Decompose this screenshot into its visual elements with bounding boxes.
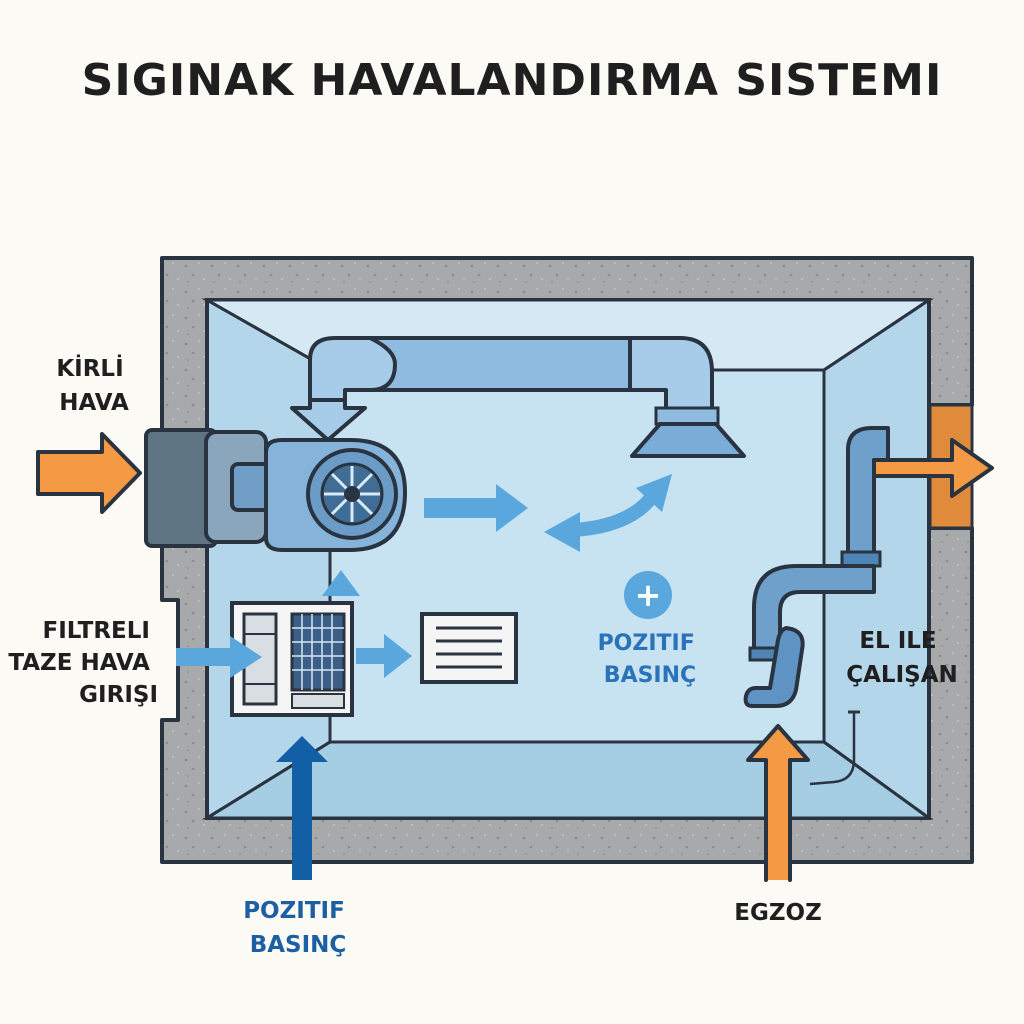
plus-circle-icon: + bbox=[624, 571, 672, 619]
air-diffuser-icon bbox=[630, 422, 746, 458]
filtered-air-label: FILTRELI TAZE HAVA GIRIŞI bbox=[8, 618, 158, 708]
hand-pump-lever-icon bbox=[743, 626, 805, 708]
filtered-air-line-3: GIRIŞI bbox=[79, 682, 158, 708]
filtered-air-line-1: FILTRELI bbox=[43, 618, 150, 644]
filtered-air-arrow bbox=[176, 636, 262, 678]
positive-pressure-outside-label: POZITIF BASINÇ bbox=[243, 898, 353, 958]
blower-fan-icon bbox=[144, 428, 407, 552]
room-interior bbox=[201, 298, 934, 820]
plus-symbol: + bbox=[635, 576, 662, 614]
manual-label: EL ILE ÇALIŞAN bbox=[846, 628, 958, 688]
dirty-air-line-2: HAVA bbox=[59, 390, 129, 416]
exhaust-outlet-arrow bbox=[872, 438, 994, 498]
positive-pressure-inside-line-2: BASINÇ bbox=[604, 663, 696, 688]
positive-pressure-inside-line-1: POZITIF bbox=[598, 631, 695, 656]
manual-pointer-line bbox=[809, 710, 860, 786]
dirty-air-label: KİRLİ HAVA bbox=[56, 354, 131, 416]
vent-grille-icon bbox=[420, 612, 518, 684]
filter-to-vent-arrow bbox=[356, 634, 412, 678]
positive-pressure-outside-line-1: POZITIF bbox=[243, 898, 345, 924]
positive-pressure-arrow bbox=[276, 736, 328, 880]
diagram-title: SIGINAK HAVALANDIRMA SISTEMI bbox=[82, 55, 943, 106]
flow-arrow-curved bbox=[544, 474, 672, 552]
dirty-air-arrow bbox=[36, 432, 142, 514]
positive-pressure-inside-label: POZITIF BASINÇ bbox=[598, 631, 703, 688]
filtered-air-line-2: TAZE HAVA bbox=[8, 650, 150, 676]
filter-unit-icon bbox=[230, 601, 354, 717]
manual-line-2: ÇALIŞAN bbox=[846, 662, 958, 688]
exhaust-up-arrow bbox=[746, 724, 810, 882]
flow-arrow-up bbox=[322, 570, 360, 596]
manual-line-1: EL ILE bbox=[859, 628, 936, 654]
flow-arrow-right bbox=[424, 484, 528, 532]
exhaust-label: EGZOZ bbox=[734, 900, 822, 926]
overhead-duct bbox=[290, 336, 720, 442]
positive-pressure-outside-line-2: BASINÇ bbox=[250, 932, 347, 958]
dirty-air-line-1: KİRLİ bbox=[56, 354, 123, 382]
